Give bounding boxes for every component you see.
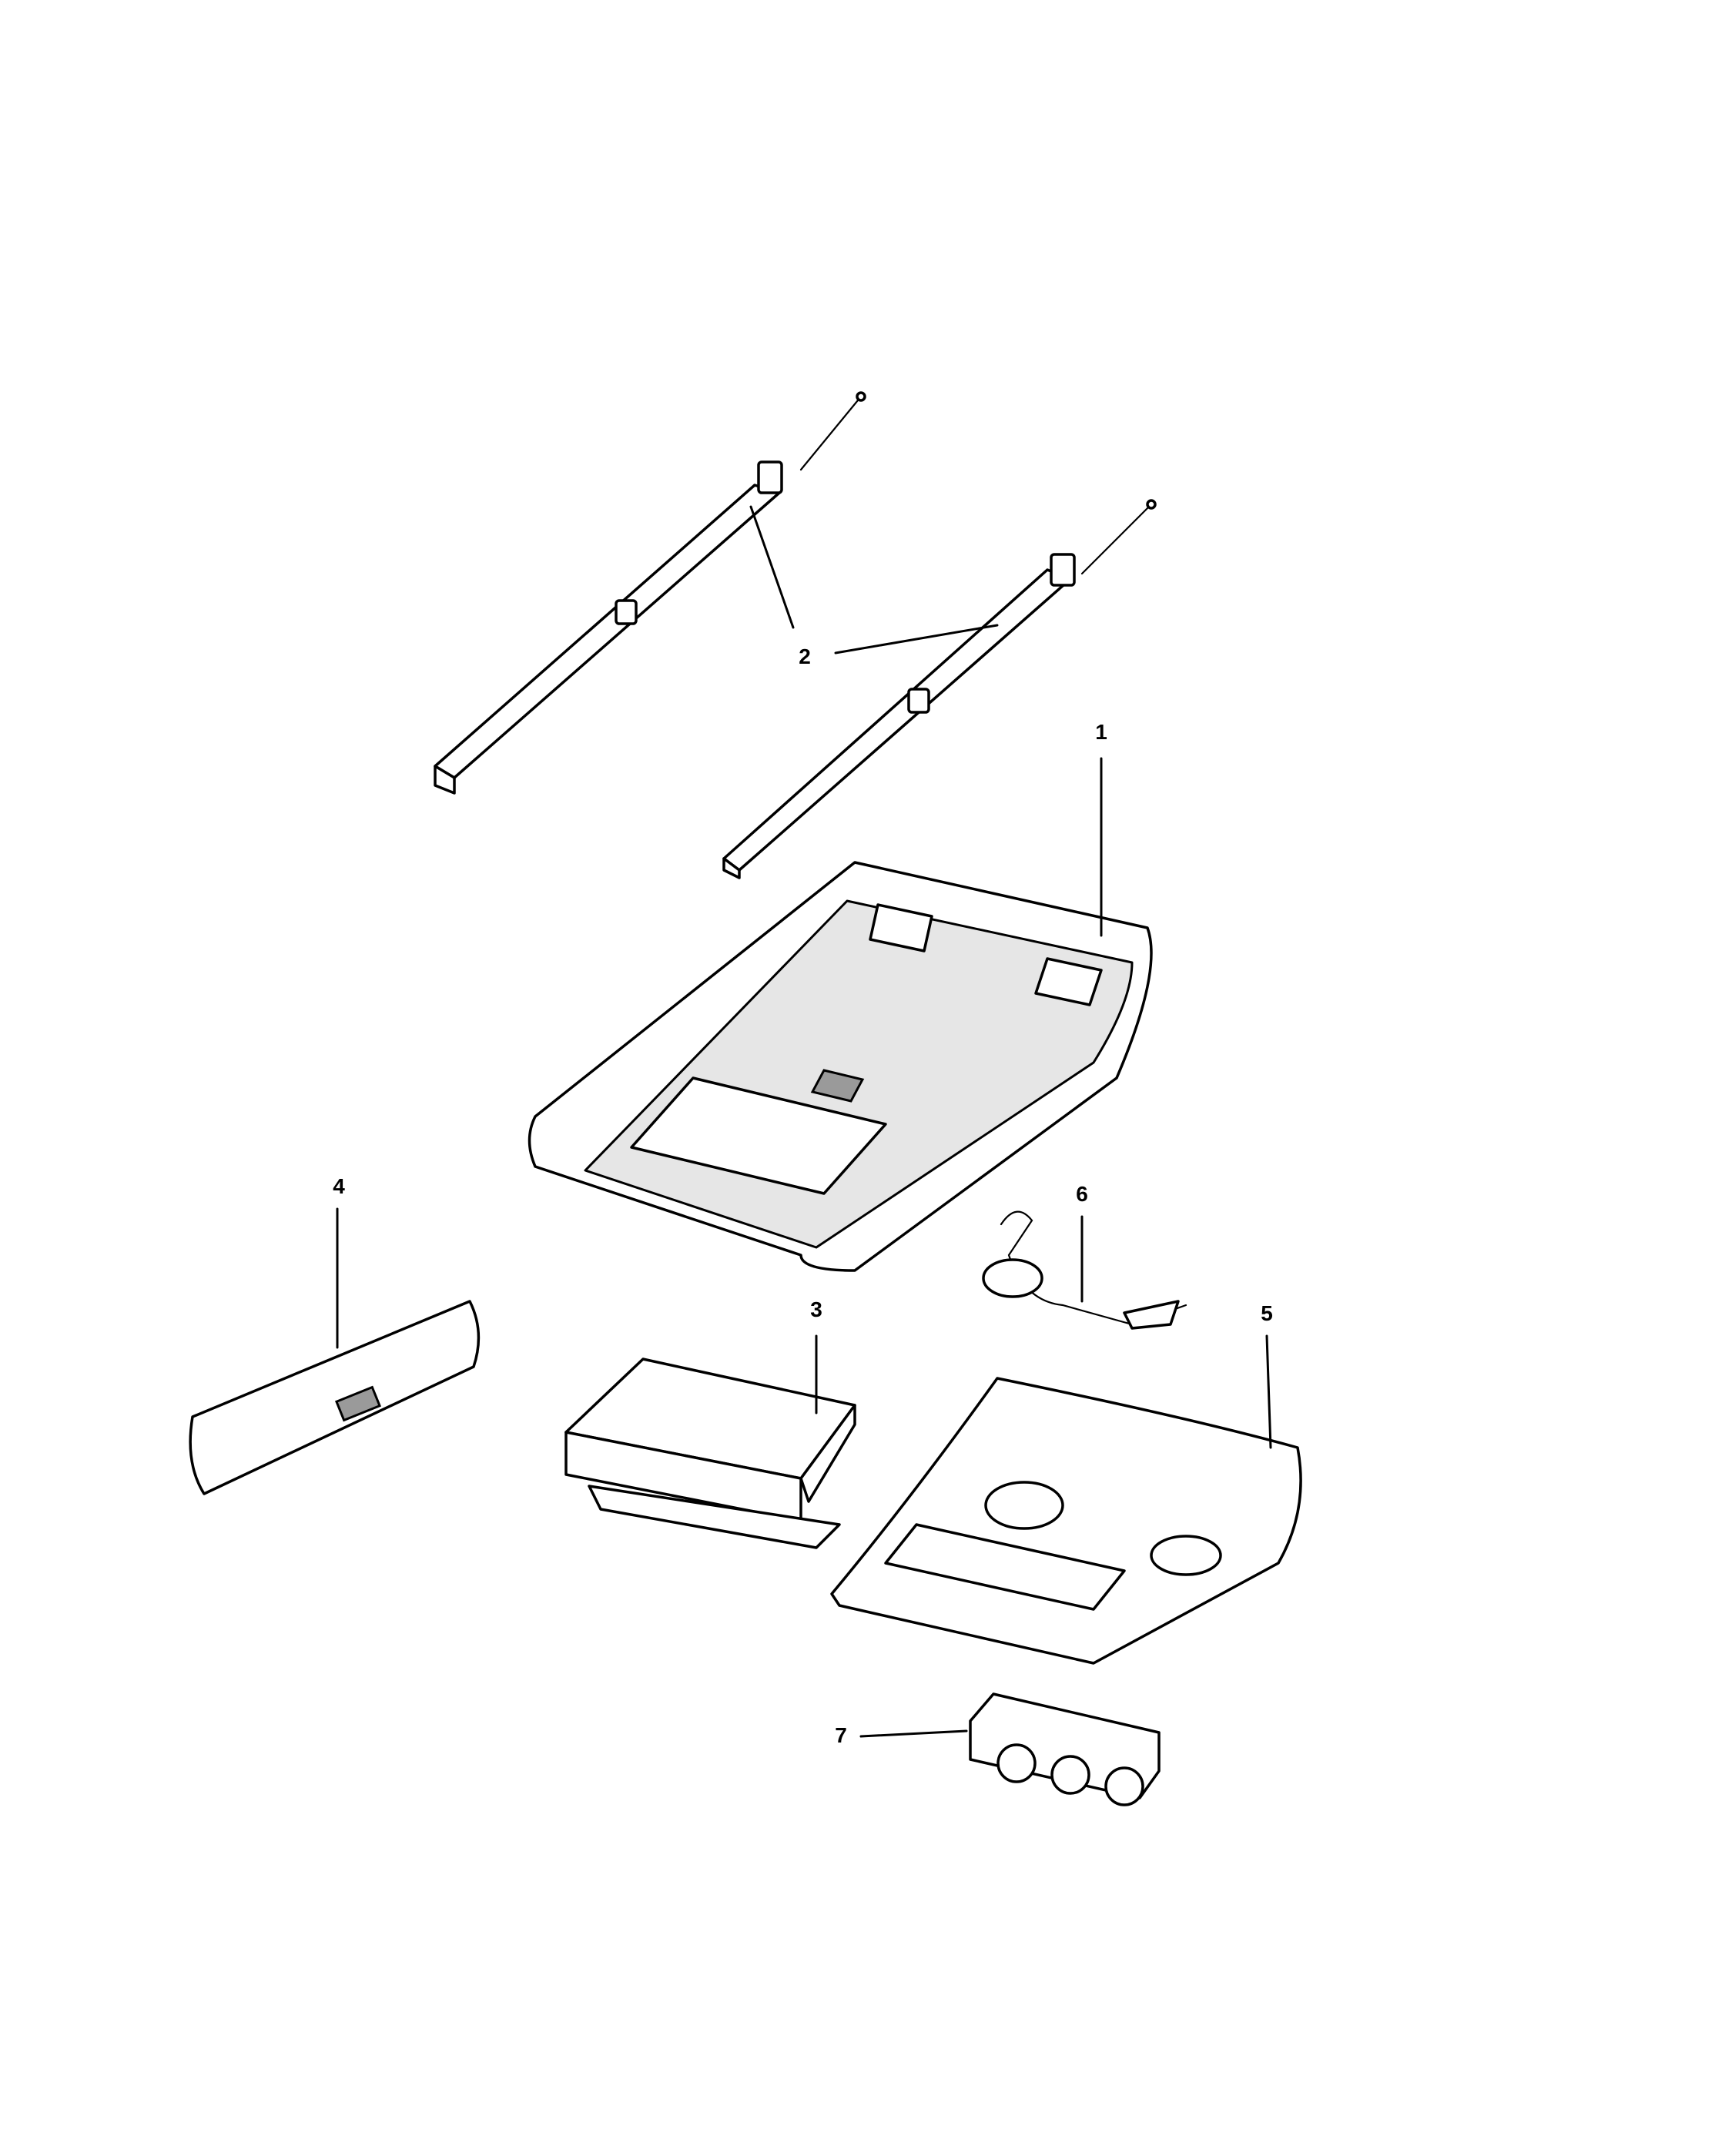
callout-1: 1 (1095, 720, 1107, 744)
callout-labels: 1 2 3 4 5 6 7 (333, 644, 1273, 1747)
callout-7: 7 (835, 1723, 847, 1747)
part-5-bezel (830, 1377, 1302, 1665)
callout-3: 3 (810, 1297, 822, 1321)
part-3-console (564, 1358, 856, 1549)
part-1-headliner (528, 861, 1153, 1272)
callout-4: 4 (333, 1174, 345, 1198)
part-2-rail-upper (434, 391, 866, 795)
leader-lines (336, 505, 1272, 1738)
part-6-wiring-harness (982, 1210, 1187, 1330)
callout-2: 2 (799, 644, 811, 668)
part-7-switch-module (969, 1692, 1161, 1806)
callout-6: 6 (1076, 1182, 1088, 1206)
part-2-rail-lower (722, 499, 1157, 879)
part-4-trim-panel (189, 1300, 481, 1495)
callout-5: 5 (1261, 1301, 1273, 1325)
